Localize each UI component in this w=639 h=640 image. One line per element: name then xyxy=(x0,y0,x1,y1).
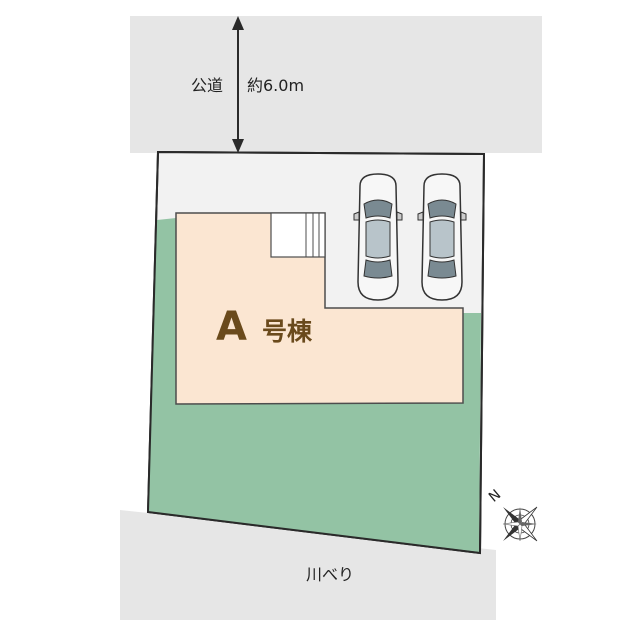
road-label: 公道 xyxy=(191,76,223,95)
compass-rose-icon xyxy=(502,506,538,542)
road-width-label: 約6.0m xyxy=(247,76,304,95)
parked-car-2 xyxy=(417,173,467,301)
compass-north-label: N xyxy=(486,487,504,506)
parked-car-1 xyxy=(353,173,403,301)
road-width-arrow xyxy=(232,16,244,153)
lot-boundary-line xyxy=(146,150,486,555)
building-name-suffix: 号棟 xyxy=(262,317,313,346)
garden-area xyxy=(148,218,481,552)
river-side-strip xyxy=(120,510,496,620)
entrance-steps xyxy=(270,212,326,258)
building-letter: A xyxy=(216,304,247,350)
public-road xyxy=(130,16,542,153)
river-label: 川べり xyxy=(306,565,354,584)
